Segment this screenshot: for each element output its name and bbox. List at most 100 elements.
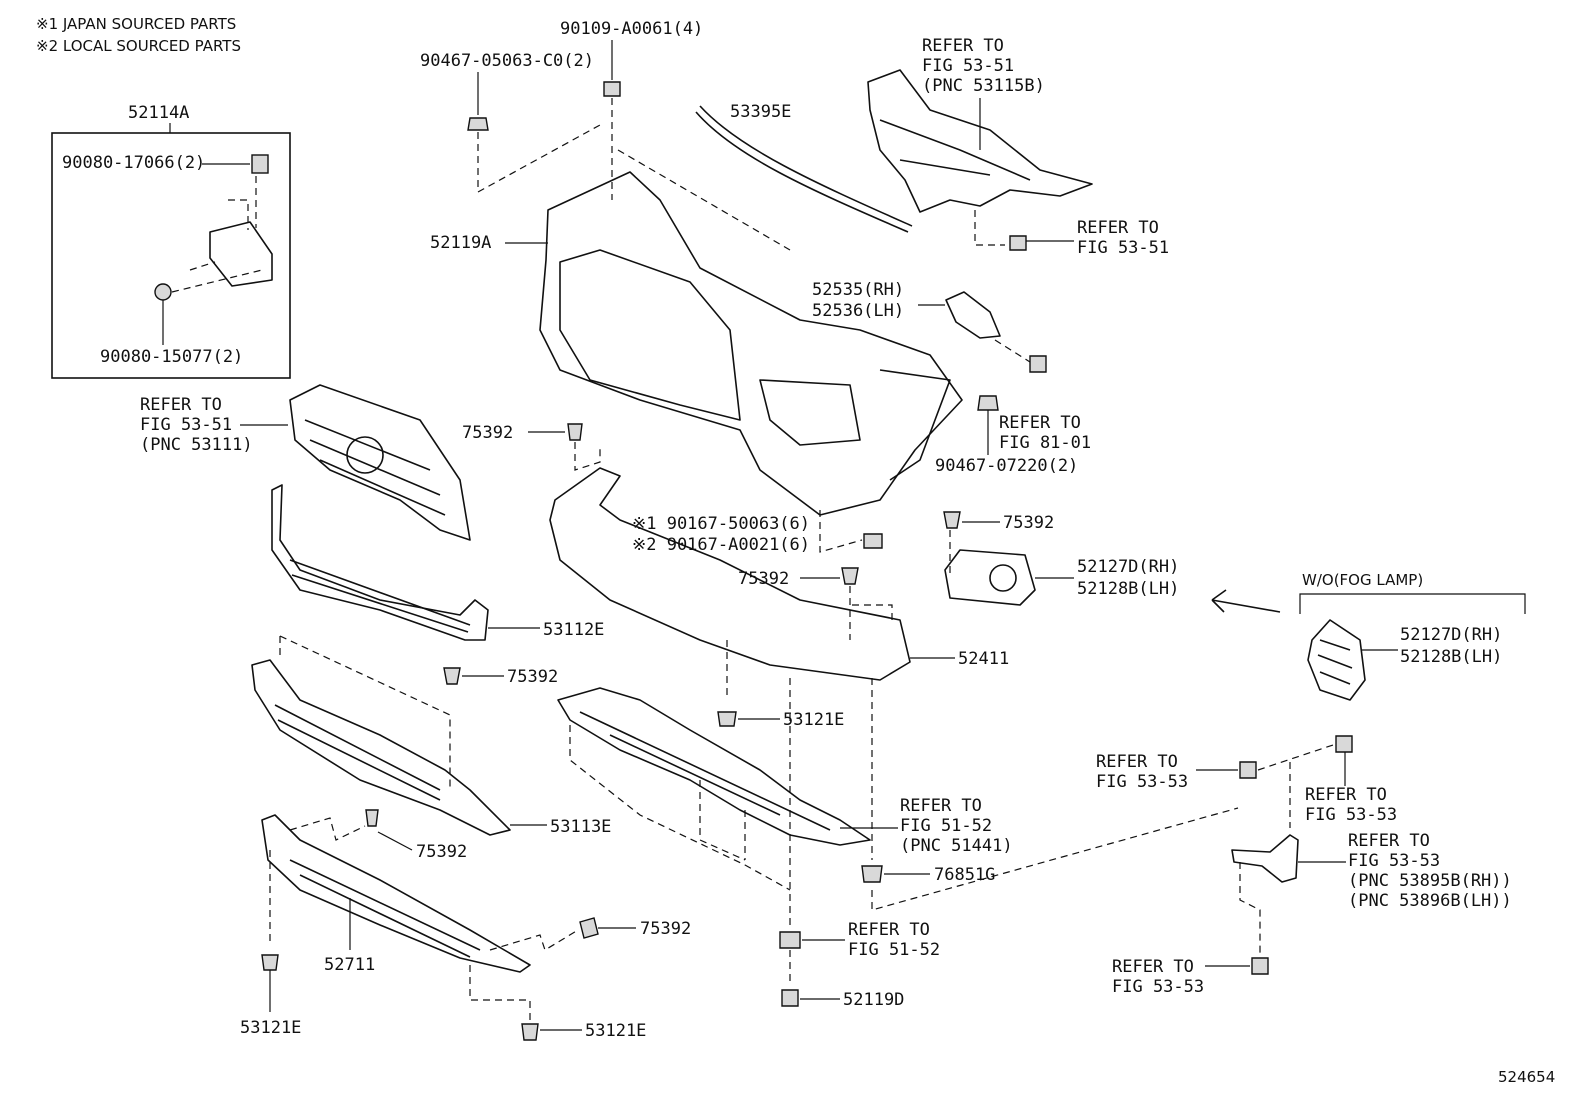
part-52119A-side (879, 369, 951, 481)
wo-fog-bracket (1299, 593, 1526, 614)
label-90467-07220: 90467-07220(2) (935, 456, 1078, 476)
clip-icon-76851G (861, 865, 883, 883)
label-ref-53-53-c-l3: (PNC 53895B(RH)) (1348, 871, 1512, 891)
label-52119A: 52119A (430, 233, 491, 253)
clip-icon-75392-c (841, 567, 859, 585)
kit-box-52114A (51, 132, 291, 379)
clip-icon-75392-b (943, 511, 961, 529)
label-wo-fog-lamp: W/O(FOG LAMP) (1302, 571, 1423, 589)
label-53112E: 53112E (543, 620, 604, 640)
clip-icon-53121E-a (717, 711, 737, 727)
part-fog-cover-b-slats (1317, 639, 1353, 685)
label-75392-f: 75392 (640, 919, 691, 939)
label-ref-53-53-d-l2: FIG 53-53 (1112, 977, 1204, 997)
label-ref-53-53-a-l2: FIG 53-53 (1096, 772, 1188, 792)
part-52119A-grille-opening (559, 249, 741, 421)
part-52119A-bumper-cover (539, 171, 963, 516)
label-52119D: 52119D (843, 990, 904, 1010)
part-radiator-grille-bars (304, 419, 446, 516)
label-52536: 52536(LH) (812, 301, 904, 321)
screw-icon-90109-A0061 (603, 81, 621, 97)
clip-icon-ref-53-53-a (1239, 761, 1257, 779)
part-52711-skid-plate-detail (289, 859, 481, 958)
label-52535: 52535(RH) (812, 280, 904, 300)
label-53395E: 53395E (730, 102, 791, 122)
clip-icon-75392-e (365, 809, 379, 827)
part-53112E-lower-grille (271, 484, 489, 641)
bolt-icon (154, 283, 172, 301)
label-53121E-b: 53121E (240, 1018, 301, 1038)
label-ref-53-51-b-l2: FIG 53-51 (1077, 238, 1169, 258)
part-53395E-strip (699, 105, 913, 227)
clip-icon-53121E-c (521, 1023, 539, 1041)
screw-icon-90167 (863, 533, 883, 549)
label-53113E: 53113E (550, 817, 611, 837)
label-ref-53-53-c-l2: FIG 53-53 (1348, 851, 1440, 871)
label-ref-51-52-a-l3: (PNC 51441) (900, 836, 1013, 856)
dash-53121E-c (469, 965, 531, 1020)
label-ref-81-01-l1: REFER TO (999, 413, 1081, 433)
clip-dash-75392-c (849, 586, 893, 640)
bolt-icon-ref-53-53-d (1251, 957, 1269, 975)
note-local-sourced: ※2 LOCAL SOURCED PARTS (36, 37, 241, 55)
under-cover-dashes (569, 725, 791, 891)
figure-number: 524654 (1498, 1068, 1555, 1086)
part-52711-skid-plate (261, 814, 531, 973)
bolt-icon-52119D (781, 989, 799, 1007)
bracket-icon (209, 221, 273, 287)
part-52119A-fog-opening (759, 379, 861, 446)
clip-icon-ref-51-52-b (779, 931, 801, 949)
dash-ref-53-53-a (1257, 743, 1337, 771)
part-fog-cover-a (944, 549, 1036, 606)
clip-icon-75392-a (567, 423, 583, 441)
label-90080-15077: 90080-15077(2) (100, 347, 243, 367)
part-53395E-strip-edge (695, 111, 909, 233)
label-53121E-a: 53121E (783, 710, 844, 730)
part-splash-shield-bracket (1231, 834, 1299, 883)
label-ref-53-51-top-l1: REFER TO (922, 36, 1004, 56)
label-75392-a: 75392 (462, 423, 513, 443)
part-radiator-grille (289, 384, 471, 541)
fog-lamp-hole (989, 564, 1017, 592)
clip-icon-53121E-b (261, 954, 279, 971)
label-75392-b: 75392 (1003, 513, 1054, 533)
bolt-icon-upper-support (1009, 235, 1027, 251)
part-upper-support (867, 69, 1093, 213)
label-75392-e: 75392 (416, 842, 467, 862)
label-ref-51-52-b-l1: REFER TO (848, 920, 930, 940)
emblem-icon (346, 436, 384, 474)
label-ref-53-53-d-l1: REFER TO (1112, 957, 1194, 977)
label-ref-51-52-a-l2: FIG 51-52 (900, 816, 992, 836)
dash-76851G (871, 678, 1239, 911)
part-53112E-mesh (289, 559, 471, 633)
label-52127D-a: 52127D(RH) (1077, 557, 1179, 577)
label-ref-53111-l1: REFER TO (140, 395, 222, 415)
label-52128B-b: 52128B(LH) (1400, 647, 1502, 667)
label-ref-53-51-b-l1: REFER TO (1077, 218, 1159, 238)
clip-dash-75392-a (574, 442, 601, 471)
label-ref-53-53-c-l1: REFER TO (1348, 831, 1430, 851)
clip-icon-90467-05063 (467, 117, 489, 131)
label-75392-c: 75392 (738, 569, 789, 589)
clip-dash-75392-f (489, 929, 579, 951)
part-52411-lower-bumper (549, 467, 911, 681)
label-ref-53-53-b-l2: FIG 53-53 (1305, 805, 1397, 825)
label-ref-51-52-a-l1: REFER TO (900, 796, 982, 816)
label-ref-53-53-b-l1: REFER TO (1305, 785, 1387, 805)
clip-dash-75392-e (289, 817, 366, 841)
label-53121E-c: 53121E (585, 1021, 646, 1041)
label-52128B-a: 52128B(LH) (1077, 579, 1179, 599)
label-90109-A0061: 90109-A0061(4) (560, 19, 703, 39)
part-fog-cover-b (1307, 619, 1366, 701)
clip-icon-75392-f (579, 917, 599, 939)
clip-icon-90467-07220 (977, 395, 999, 411)
clip-nut-icon (251, 154, 269, 174)
label-90080-17066: 90080-17066(2) (62, 153, 205, 173)
note-japan-sourced: ※1 JAPAN SOURCED PARTS (36, 15, 236, 33)
label-52411: 52411 (958, 649, 1009, 669)
assembly-dashes-kit (189, 176, 257, 271)
screw-dash-90167 (819, 510, 863, 553)
part-53113E-spoiler (251, 659, 511, 836)
